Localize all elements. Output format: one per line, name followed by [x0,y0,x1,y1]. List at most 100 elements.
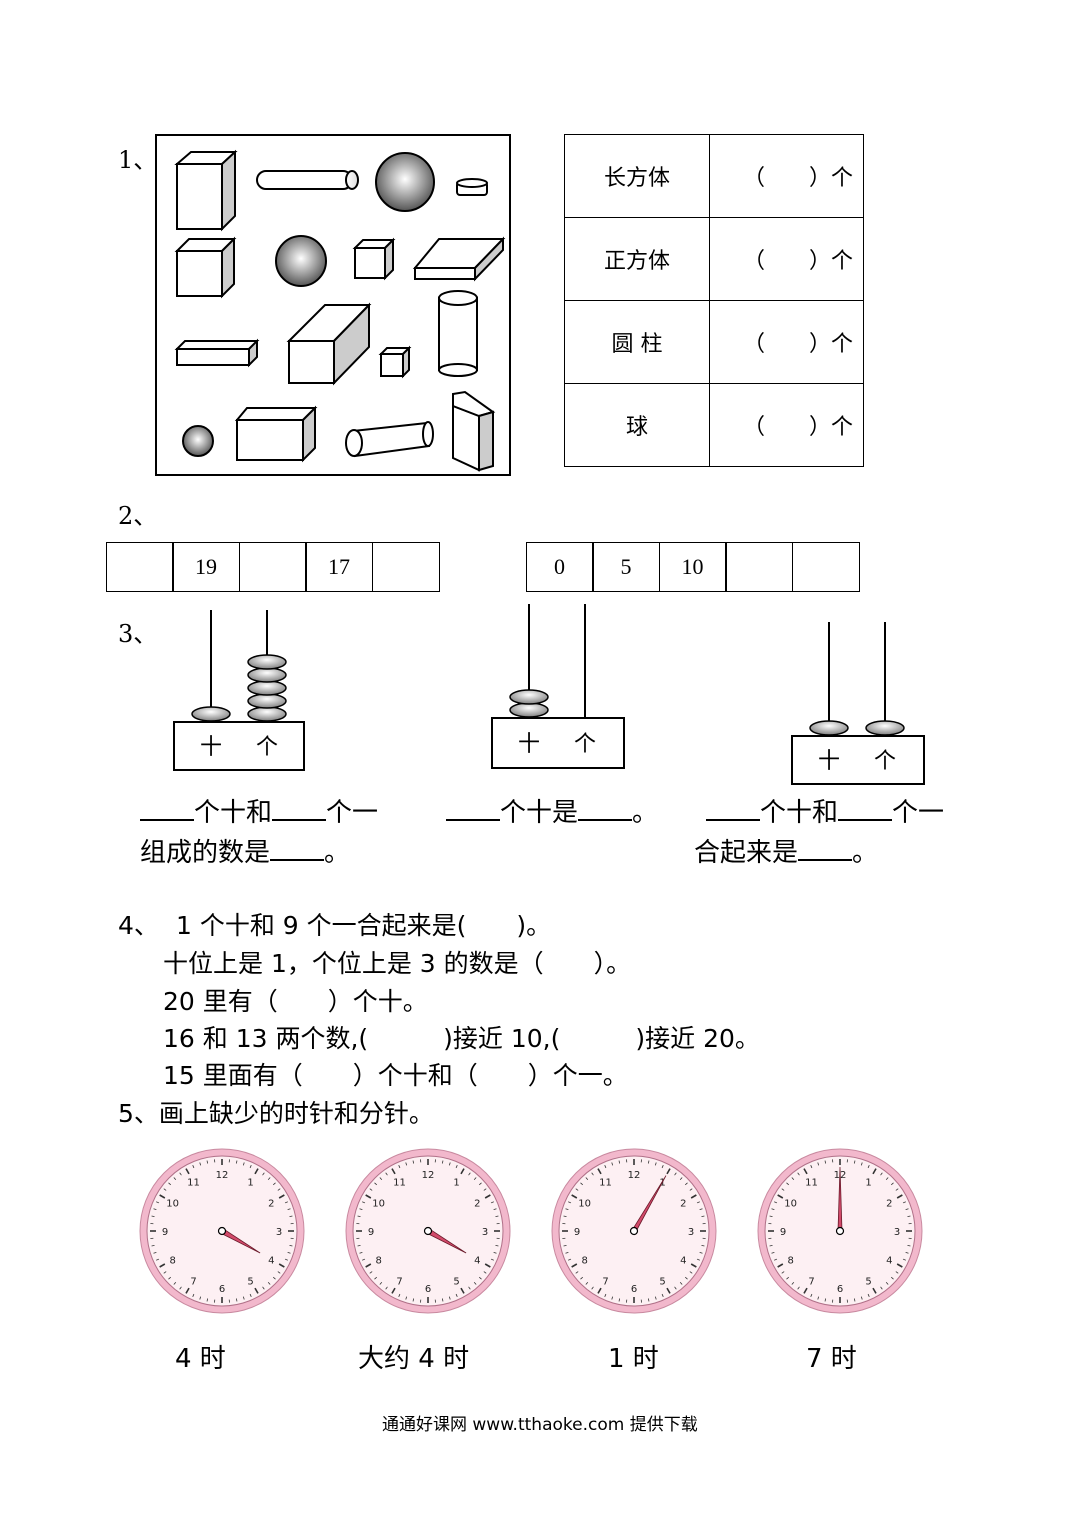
q3-text: 合起来是 [694,838,799,868]
clock-tick [163,1188,167,1191]
clock-tick [781,1188,785,1191]
clock-number: 8 [375,1256,381,1267]
clock-tick [206,1160,209,1164]
sequence-right: 0 5 10 [525,542,860,592]
clock-tick [860,1162,863,1166]
abacus-base [491,717,625,769]
clock-tick [867,1165,870,1169]
clock-number: 1 [865,1178,871,1189]
clock-tick [362,1258,366,1261]
answer-blank[interactable] [140,795,194,821]
clock-tick [580,1182,583,1186]
answer-blank[interactable] [272,795,327,821]
clock-tick [206,1298,209,1302]
clock-number: 5 [247,1276,253,1287]
clock-tick [591,1172,594,1176]
answer-blank[interactable] [578,795,633,821]
clock-number: 6 [425,1284,431,1295]
clock-caption: 4 时 [175,1344,226,1374]
clock-tick [895,1271,899,1274]
clock-tick [777,1194,784,1199]
clock-tick [365,1263,372,1268]
clock-tick [391,1287,396,1294]
answer-blank[interactable] [270,835,325,861]
q3-text: 个十是 [500,798,579,828]
answer-cell[interactable]: （ ）个 [709,134,864,218]
answer-cell[interactable]: （ ）个 [709,217,864,301]
sequence-cell: 17 [305,542,373,592]
clock-tick [797,1172,800,1176]
clock-number: 10 [372,1199,385,1210]
clock-tick [179,1172,182,1176]
clock-tick [490,1258,494,1261]
clock-tick [679,1177,683,1180]
answer-cell[interactable]: （ ）个 [709,383,864,467]
clock-tick [385,1172,388,1176]
clock-tick [192,1165,195,1169]
clock-tick [153,1208,157,1211]
sequence-cell[interactable] [105,542,174,592]
clock-tick [797,1286,800,1290]
clock-number: 11 [393,1178,406,1189]
cuboid-shape-4 [286,302,372,386]
clock-tick [597,1168,602,1175]
clock-center [217,1226,227,1236]
cuboid-shape-3 [174,338,260,368]
clock-tick [168,1276,171,1280]
q4-line: 20 里有（ ）个十。 [163,987,428,1016]
answer-blank[interactable] [446,795,500,821]
clock-tick [379,1177,383,1180]
clock-tick [249,1293,252,1297]
clock-number: 4 [474,1256,480,1267]
answer-blank[interactable] [838,795,893,821]
clock-number: 3 [482,1227,488,1238]
answer-blank[interactable] [706,795,760,821]
q3-text: 个十和 [194,798,273,828]
sequence-cell[interactable] [725,542,793,592]
clock-tick [235,1298,238,1302]
clock-tick [156,1201,160,1204]
abacus-bead [247,693,287,709]
clock-tick [277,1188,281,1191]
clock-tick [618,1160,621,1164]
clock-tick [460,1287,465,1294]
sequence-cell[interactable] [371,542,440,592]
q4-number: 4、 [118,911,159,940]
q4-line: 1 个十和 9 个一合起来是( )。 [176,911,552,940]
clock-tick [565,1251,569,1254]
clocks-illustration: 1234567891011121234567891011121234567891… [139,1148,923,1314]
q3-text-c-line2: 合起来是。 [694,832,878,869]
sequence-left: 19 17 [105,542,440,592]
clock-number: 9 [162,1227,168,1238]
clock-tick [769,1244,773,1247]
clock-number: 12 [422,1170,435,1181]
clock-number: 7 [396,1276,402,1287]
answer-blank[interactable] [798,835,853,861]
clock-tick [495,1244,499,1247]
clock-tick [585,1177,589,1180]
clock-number: 8 [169,1256,175,1267]
clock-number: 11 [805,1178,818,1189]
abacus-bead [247,706,287,722]
clock-tick [654,1296,657,1300]
clock-tick [179,1286,182,1290]
clock-tick [701,1244,705,1247]
q2-number: 2、 [118,502,158,530]
clock-tick [853,1298,856,1302]
clock-tick [860,1296,863,1300]
clock-tick [412,1298,415,1302]
answer-cell[interactable]: （ ）个 [709,300,864,384]
clock-tick [661,1293,664,1297]
sequence-cell[interactable] [238,542,307,592]
clock-tick [885,1177,889,1180]
abacus-bead [509,689,549,705]
sequence-cell[interactable] [791,542,860,592]
clock-tick [185,1287,190,1294]
clock-tick [168,1182,171,1186]
table-row: 正方体 （ ）个 [564,217,864,301]
clock-tick [674,1286,677,1290]
clock-tick [803,1287,808,1294]
clock-tick [468,1286,471,1290]
clock-tick [242,1296,245,1300]
clock-tick [880,1286,883,1290]
